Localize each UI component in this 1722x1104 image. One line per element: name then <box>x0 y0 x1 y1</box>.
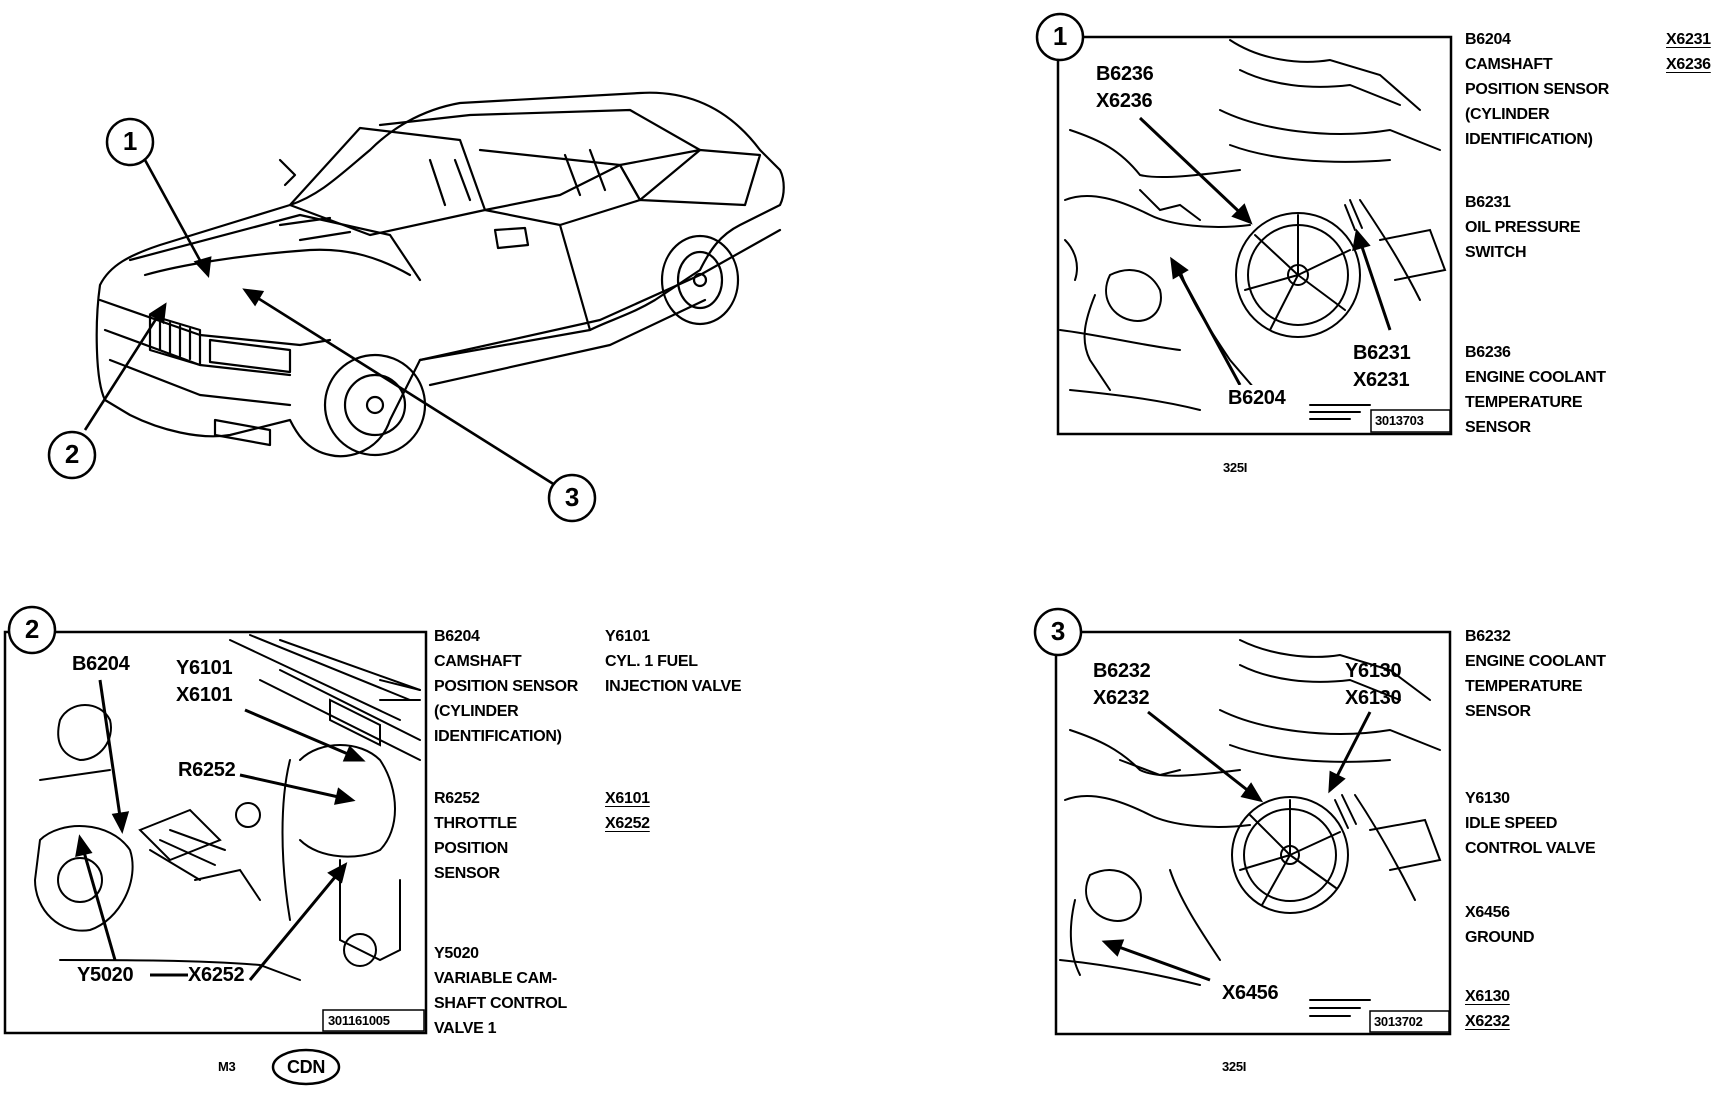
legend-description-line: CYL. 1 FUEL <box>605 653 698 670</box>
legend-code: B6236 <box>1465 344 1511 361</box>
view1-connector-x6231: X6231 <box>1666 31 1711 48</box>
view3-connector-x6232: X6232 <box>1465 1013 1510 1030</box>
view3-callout-x6130: X6130 <box>1345 687 1402 709</box>
view2-image-id: 301161005 <box>328 1013 390 1028</box>
legend-description-line: SHAFT CONTROL <box>434 995 567 1012</box>
legend-code: R6252 <box>434 790 480 807</box>
legend-code: Y5020 <box>434 945 479 962</box>
view1-caption: 325I <box>1223 460 1248 475</box>
view3-caption: 325I <box>1222 1059 1247 1074</box>
legend-description-line: VALVE 1 <box>434 1020 497 1037</box>
view2-callout-y6101: Y6101 <box>176 657 233 679</box>
view2-number: 2 <box>24 614 40 644</box>
view2-logo: CDN <box>286 1057 326 1077</box>
view2-callout-y5020: Y5020 <box>77 964 134 986</box>
view1-callout-b6204: B6204 <box>1226 385 1288 412</box>
view3-number: 3 <box>1050 616 1066 646</box>
legend-description-line: INJECTION VALVE <box>605 678 742 695</box>
legend-description-line: IDENTIFICATION) <box>1465 131 1593 148</box>
legend-description-line: POSITION <box>434 840 509 857</box>
legend-description-line: ENGINE COOLANT <box>1465 653 1606 670</box>
legend-description-line: SENSOR <box>1465 703 1531 720</box>
view3-image-id: 3013702 <box>1374 1014 1423 1029</box>
legend-description-line: OIL PRESSURE <box>1465 219 1581 236</box>
view1-number: 1 <box>1052 21 1068 51</box>
legend-code: B6204 <box>434 628 480 645</box>
legend-description-line: ENGINE COOLANT <box>1465 369 1606 386</box>
view2-caption: M3 <box>218 1059 236 1074</box>
legend-description-line: SWITCH <box>1465 244 1527 261</box>
view1-callout-x6231: X6231 <box>1353 369 1410 391</box>
legend-description-line: SENSOR <box>1465 419 1531 436</box>
legend-code: X6456 <box>1465 904 1510 921</box>
legend-description-line: CONTROL VALVE <box>1465 840 1596 857</box>
view2-callout-x6101: X6101 <box>176 684 233 706</box>
legend-description-line: (CYLINDER <box>1465 106 1550 123</box>
legend-code: B6232 <box>1465 628 1511 645</box>
overview-callout-2: 2 <box>64 439 80 469</box>
legend-description-line: IDENTIFICATION) <box>434 728 562 745</box>
overview-callout-3: 3 <box>564 482 580 512</box>
overview-callout-1: 1 <box>122 126 138 156</box>
view3-callout-y6130: Y6130 <box>1345 660 1402 682</box>
legend-description-line: CAMSHAFT <box>434 653 522 670</box>
view2-connector-x6101: X6101 <box>605 790 650 807</box>
legend-description-line: GROUND <box>1465 929 1535 946</box>
view1-callout-b6236: B6236 <box>1096 63 1154 85</box>
legend-code: B6231 <box>1465 194 1511 211</box>
view3-callout-x6456: X6456 <box>1220 980 1281 1007</box>
view3-connector-x6130: X6130 <box>1465 988 1510 1005</box>
legend-description-line: VARIABLE CAM- <box>434 970 557 987</box>
legend-code: B6204 <box>1465 31 1511 48</box>
legend-description-line: POSITION SENSOR <box>1465 81 1609 98</box>
view3-callout-b6232: B6232 <box>1093 660 1151 682</box>
legend-code: Y6130 <box>1465 790 1510 807</box>
legend-description-line: TEMPERATURE <box>1465 678 1583 695</box>
view2-callout-b6204: B6204 <box>72 653 130 675</box>
view2-callout-r6252: R6252 <box>178 759 236 781</box>
legend-description-line: TEMPERATURE <box>1465 394 1583 411</box>
legend-description-line: THROTTLE <box>434 815 517 832</box>
view1-image-id: 3013703 <box>1375 413 1424 428</box>
legend-description-line: SENSOR <box>434 865 500 882</box>
view2-connector-x6252: X6252 <box>605 815 650 832</box>
view1-connector-x6236: X6236 <box>1666 56 1711 73</box>
view1-callout-b6231: B6231 <box>1353 342 1411 364</box>
view2-callout-x6252: X6252 <box>188 964 245 986</box>
view3-callout-x6232: X6232 <box>1093 687 1150 709</box>
legend-description-line: CAMSHAFT <box>1465 56 1553 73</box>
legend-description-line: IDLE SPEED <box>1465 815 1558 832</box>
view1-callout-x6236: X6236 <box>1096 90 1153 112</box>
legend-description-line: POSITION SENSOR <box>434 678 578 695</box>
legend-description-line: (CYLINDER <box>434 703 519 720</box>
legend-code: Y6101 <box>605 628 650 645</box>
